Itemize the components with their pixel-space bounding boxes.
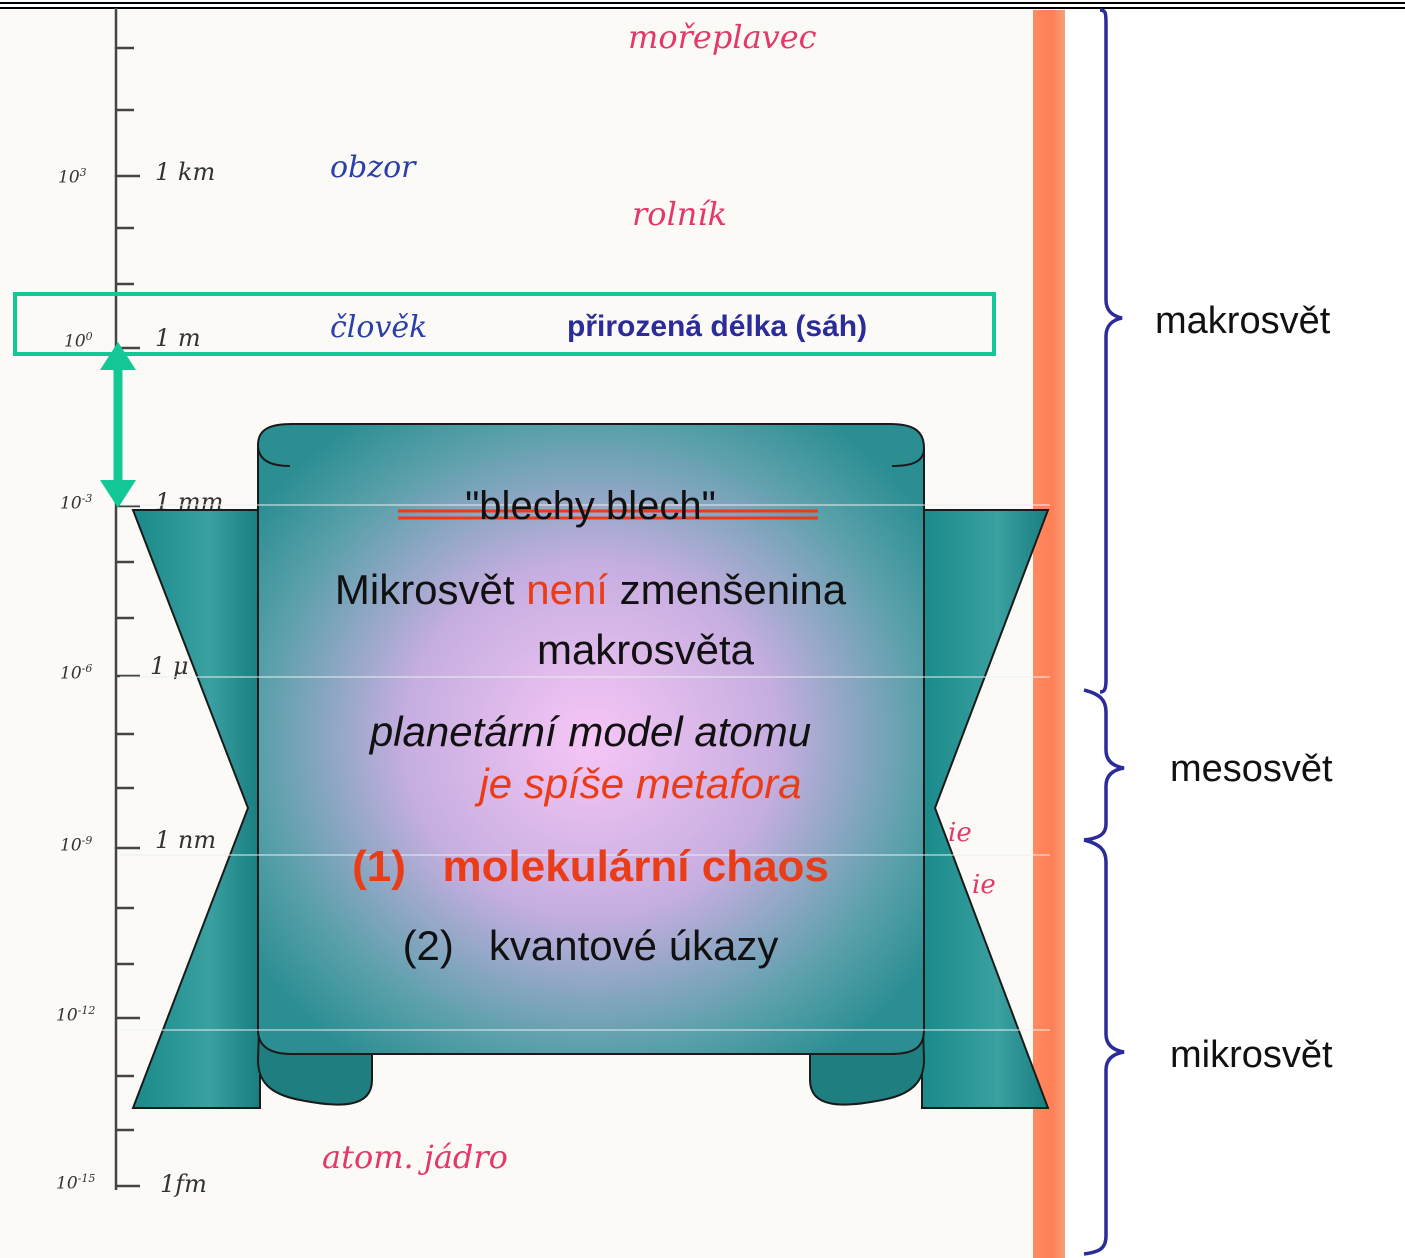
brace-meso (1083, 688, 1125, 842)
scale-axis (114, 8, 140, 1190)
exponent-label: 10-6 (60, 662, 93, 684)
note-clovek: člověk (330, 310, 428, 345)
note-rolnik: rolník (632, 195, 728, 233)
banner-italic-2: je spíše metafora (479, 760, 802, 807)
exponent-label: 103 (58, 166, 87, 188)
left-ribbon (131, 509, 261, 1109)
struck-quote: "blechy blech" (465, 484, 716, 528)
exponent-label: 10-3 (60, 492, 93, 514)
top-border-line-2 (0, 7, 1405, 9)
banner-item-1: (1) molekulární chaos (352, 842, 829, 891)
note-partial: ie (948, 818, 972, 848)
note-moreplavec: mořeplavec (628, 18, 817, 56)
red-margin-bar (1033, 10, 1065, 1258)
banner-italic-1: planetární model atomu (369, 708, 812, 755)
region-meso: mesosvět (1170, 748, 1333, 790)
exponent-label: 10-12 (56, 1004, 96, 1026)
brace-makro (1099, 8, 1123, 694)
banner-scroll (120, 423, 1050, 1109)
banner-line-2: makrosvěta (536, 626, 755, 673)
unit-label: 1 m (155, 324, 201, 352)
brace-mikro (1083, 838, 1125, 1256)
unit-label: 1 nm (155, 826, 217, 854)
region-mikro: mikrosvět (1170, 1034, 1333, 1076)
note-obzor: obzor (330, 150, 416, 185)
highlight-box (13, 292, 996, 356)
unit-label: 1 km (155, 158, 216, 186)
region-makro: makrosvět (1155, 300, 1331, 342)
banner-item-2: (2) kvantové úkazy (402, 922, 779, 969)
natural-length-label: přirozená délka (sáh) (567, 310, 868, 343)
exponent-label: 10-15 (56, 1172, 96, 1194)
banner-line-1: Mikrosvět není zmenšenina (334, 566, 847, 613)
double-arrow-icon (100, 342, 136, 508)
right-ribbon (921, 509, 1050, 1109)
note-atom-jadro: atom. jádro (322, 1138, 508, 1176)
axis-ticks (116, 46, 140, 1188)
region-braces (1083, 8, 1125, 1256)
exponent-label: 10-9 (60, 834, 93, 856)
top-border-line (0, 2, 1405, 4)
unit-label: 1fm (160, 1170, 207, 1198)
unit-label: 1 μ (150, 652, 189, 680)
note-partial: ie (972, 870, 996, 900)
exponent-label: 100 (64, 330, 93, 352)
